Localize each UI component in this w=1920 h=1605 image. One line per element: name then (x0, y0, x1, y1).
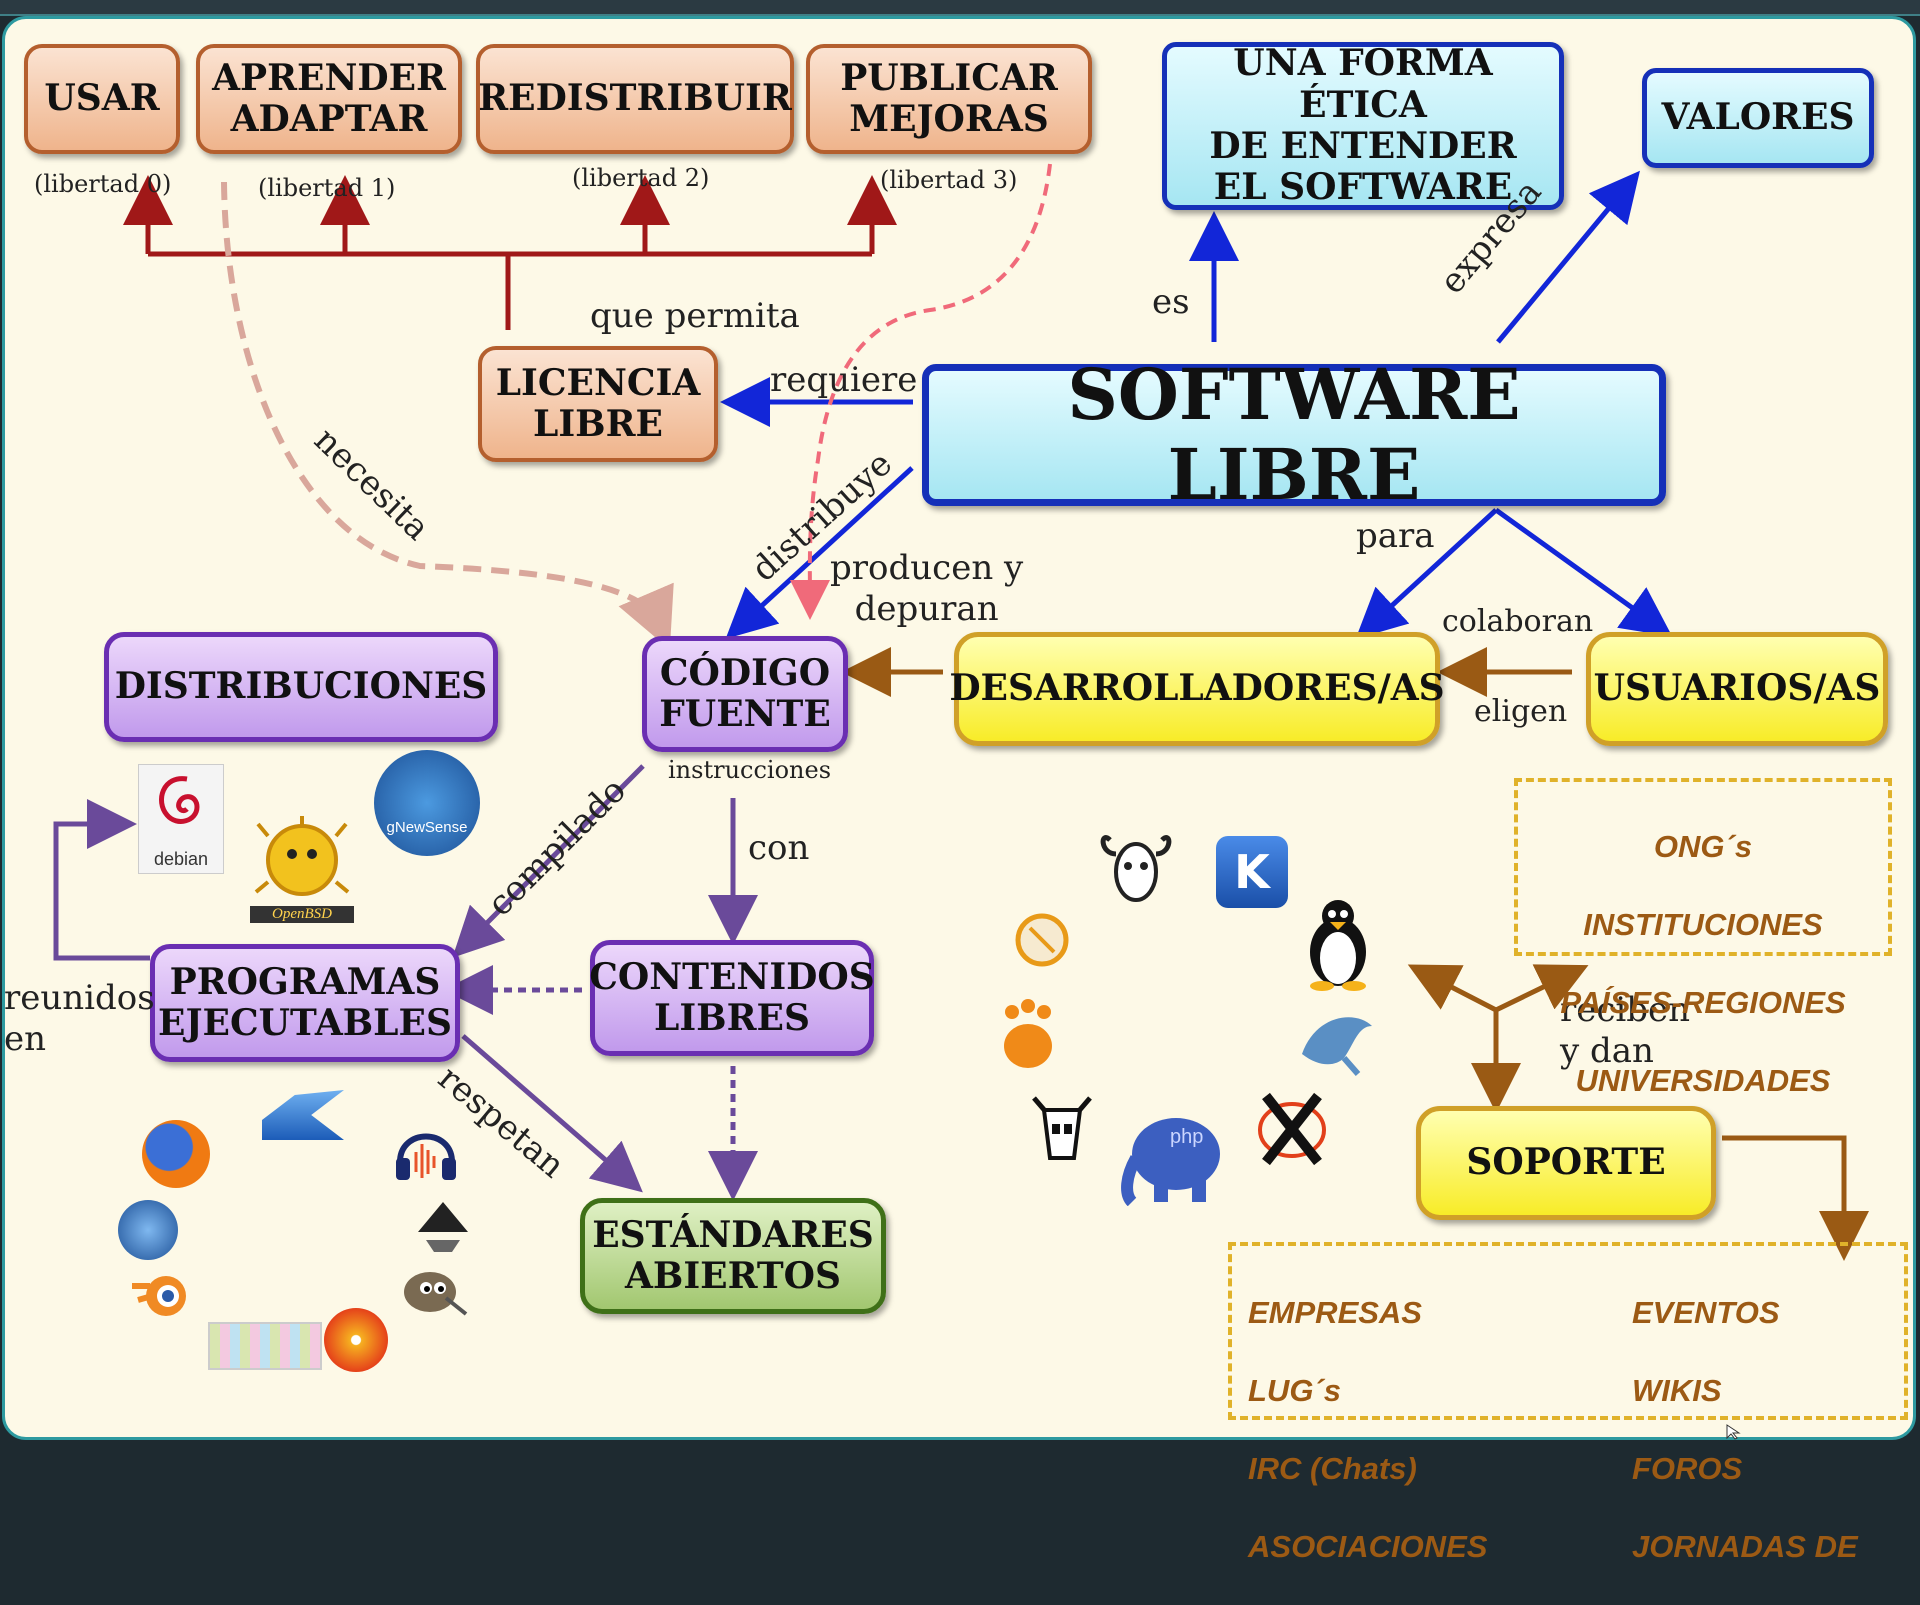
org-item: ONG´s (1653, 829, 1753, 864)
software-libre-node[interactable]: SOFTWARE LIBRE (922, 354, 1666, 515)
support-item: JORNADAS DE (1632, 1529, 1858, 1564)
con-label: con (748, 828, 810, 868)
gimp-icon (396, 1258, 468, 1316)
necesita-curve (221, 181, 674, 650)
support-item: WIKIS (1632, 1373, 1722, 1408)
org-item: UNIVERSIDADES (1575, 1063, 1831, 1098)
producen-label: producen y depuran (830, 548, 1024, 629)
support-item: EMPRESAS (1248, 1295, 1422, 1330)
support-list-right: EVENTOS WIKIS FOROS JORNADAS DE (1632, 1254, 1858, 1605)
eligen-label: eligen (1474, 694, 1568, 729)
usuarios-node[interactable]: USUARIOS/AS (1586, 632, 1888, 746)
reciben-label: reciben y dan (1560, 990, 1691, 1071)
purple-connectors (53, 764, 758, 1201)
kde-icon: K (1216, 836, 1288, 908)
gnu-icon (1096, 826, 1176, 906)
requiere-label: requiere (770, 360, 918, 400)
support-item: IRC (Chats) (1248, 1451, 1417, 1486)
mind-map-stage: USAR APRENDER ADAPTAR REDISTRIBUIR PUBLI… (0, 0, 1920, 1564)
codigo-fuente-node[interactable]: CÓDIGO FUENTE (642, 636, 848, 752)
freedom-3-label: (libertad 3) (880, 166, 1018, 194)
tux-penguin-icon (1300, 896, 1376, 992)
estandares-abiertos-node[interactable]: ESTÁNDARES ABIERTOS (580, 1198, 886, 1314)
blender-icon (130, 1266, 196, 1320)
gnewsense-logo-text: gNewSense (386, 819, 468, 836)
freedoms-connector (123, 175, 897, 330)
mouse-cursor-icon (1726, 1424, 1741, 1440)
valores-node[interactable]: VALORES (1642, 68, 1874, 168)
licencia-libre-node[interactable]: LICENCIA LIBRE (478, 346, 718, 462)
organizations-box (1514, 778, 1892, 956)
aprender-adaptar-node[interactable]: APRENDER ADAPTAR (196, 44, 462, 154)
reunidos-label: reunidos en (4, 978, 155, 1059)
connectors-layer (53, 163, 1869, 1261)
x-window-icon (1254, 1090, 1330, 1166)
audacity-icon (392, 1122, 460, 1184)
colaboran-label: colaboran (1442, 604, 1594, 639)
programas-ejecutables-node[interactable]: PROGRAMAS EJECUTABLES (150, 944, 460, 1062)
keyboard-icon (208, 1322, 322, 1370)
inkscape-pen-icon (118, 1200, 178, 1260)
freedom-1-label: (libertad 1) (258, 174, 396, 202)
php-elephant-icon: php (1114, 1106, 1226, 1207)
gnewsense-logo-icon: gNewSense (374, 750, 480, 856)
que-permita-label: que permita (590, 296, 800, 336)
gnome-foot-icon (992, 994, 1060, 1072)
openbsd-logo-icon: OpenBSD (250, 816, 354, 924)
org-item: PAÍSES-REGIONES (1560, 985, 1846, 1020)
debian-logo-icon: debian (138, 764, 224, 874)
inkscape-icon (416, 1200, 470, 1254)
desarrolladores-node[interactable]: DESARROLLADORES/AS (949, 632, 1445, 746)
openbsd-logo-text: OpenBSD (250, 906, 354, 923)
php-logo-text: php (1170, 1126, 1204, 1148)
mejoras-curve (789, 163, 1052, 620)
firefox-icon (142, 1120, 210, 1188)
support-item: ASOCIACIONES (1248, 1529, 1488, 1564)
support-box (1228, 1242, 1908, 1420)
es-label: es (1152, 282, 1190, 322)
mysql-dolphin-icon (1296, 1004, 1380, 1076)
soporte-node[interactable]: SOPORTE (1416, 1106, 1716, 1220)
redistribuir-node[interactable]: REDISTRIBUIR (476, 44, 794, 154)
brown-connectors (841, 647, 1869, 1261)
support-list-left: EMPRESAS LUG´s IRC (Chats) ASOCIACIONES (1248, 1254, 1487, 1605)
para-label: para (1356, 516, 1435, 556)
support-item: FOROS (1632, 1451, 1743, 1486)
support-item: EVENTOS (1632, 1295, 1780, 1330)
cow-icon (1024, 1088, 1100, 1166)
usar-node[interactable]: USAR (24, 44, 180, 154)
instrucciones-label: instrucciones (668, 756, 832, 784)
org-item: INSTITUCIONES (1583, 907, 1823, 942)
window-top-bar (0, 0, 1920, 16)
debian-logo-text: debian (153, 849, 209, 869)
freedom-0-label: (libertad 0) (34, 170, 172, 198)
burner-disc-icon (324, 1308, 388, 1372)
sun-clock-icon (1012, 904, 1072, 970)
contenidos-libres-node[interactable]: CONTENIDOS LIBRES (589, 940, 875, 1056)
etica-node[interactable]: UNA FORMA ÉTICA DE ENTENDER EL SOFTWARE (1162, 42, 1564, 210)
freedom-2-label: (libertad 2) (572, 164, 710, 192)
support-item: LUG´s (1248, 1373, 1341, 1408)
organizations-list: ONG´s INSTITUCIONES PAÍSES-REGIONES UNIV… (1514, 788, 1892, 1139)
distribuciones-node[interactable]: DISTRIBUCIONES (104, 632, 498, 742)
publicar-mejoras-node[interactable]: PUBLICAR MEJORAS (806, 44, 1092, 154)
